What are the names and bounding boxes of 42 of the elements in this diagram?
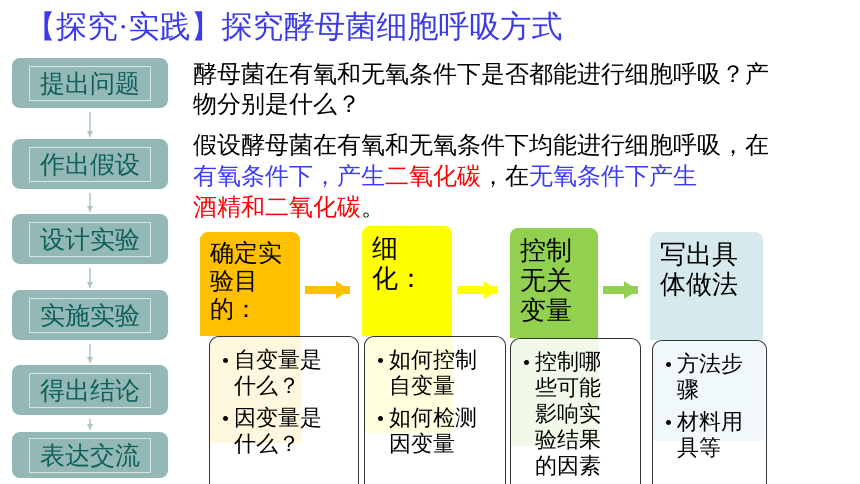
step-label: 设计实验 — [29, 222, 151, 256]
step-box — [12, 290, 168, 340]
bullet-text: 自变量是什么？ — [234, 347, 322, 398]
bullet-text: 控制哪些可能影响实验结果的因素 — [535, 349, 601, 478]
bullet-text: 因变量是什么？ — [234, 405, 322, 456]
detail-box — [209, 336, 359, 484]
step-box — [12, 432, 168, 478]
bullet-text: 方法步骤 — [677, 351, 743, 402]
detail-box — [364, 336, 506, 484]
arrow — [603, 281, 638, 299]
card-heading: 细化： — [372, 234, 425, 294]
stage-card — [510, 228, 598, 338]
step-label: 提出问题 — [29, 66, 151, 100]
step-label: 表达交流 — [29, 438, 151, 472]
bullet-text: 材料用具等 — [677, 409, 743, 460]
step-label: 实施实验 — [29, 298, 151, 332]
arrow — [87, 193, 93, 212]
arrow — [87, 112, 93, 137]
card-heading: 写出具体做法 — [660, 240, 739, 300]
arrow — [87, 344, 93, 363]
card-heading: 确定实验目的： — [210, 240, 283, 324]
bullet-text: 如何检测因变量 — [389, 405, 477, 456]
arrow — [87, 268, 93, 288]
detail-box — [510, 338, 641, 484]
card-heading: 控制无关变量 — [520, 236, 573, 326]
stage-card — [650, 232, 763, 340]
hypothesis-text: 假设酵母菌在有氧和无氧条件下均能进行细胞呼吸，在 有氧条件下，产生二氧化碳，在无氧条件下产生 酒精和二氧化碳。 — [193, 132, 770, 223]
arrow — [305, 281, 350, 299]
arrow — [87, 419, 93, 430]
title: 【探究·实践】探究酵母菌细胞呼吸方式 — [25, 8, 562, 46]
step-box — [12, 139, 168, 189]
step-box — [12, 214, 168, 264]
question-text: 酵母菌在有氧和无氧条件下是否都能进行细胞呼吸？产物分别是什么？ — [193, 61, 770, 120]
bullet-text: 如何控制自变量 — [389, 347, 477, 398]
stage-card — [200, 232, 300, 336]
detail-box — [652, 340, 767, 484]
step-label: 得出结论 — [29, 372, 151, 408]
step-label: 作出假设 — [29, 146, 151, 182]
stage-card — [362, 226, 452, 336]
step-box — [12, 365, 168, 415]
arrow — [457, 281, 498, 299]
step-box — [12, 58, 168, 108]
